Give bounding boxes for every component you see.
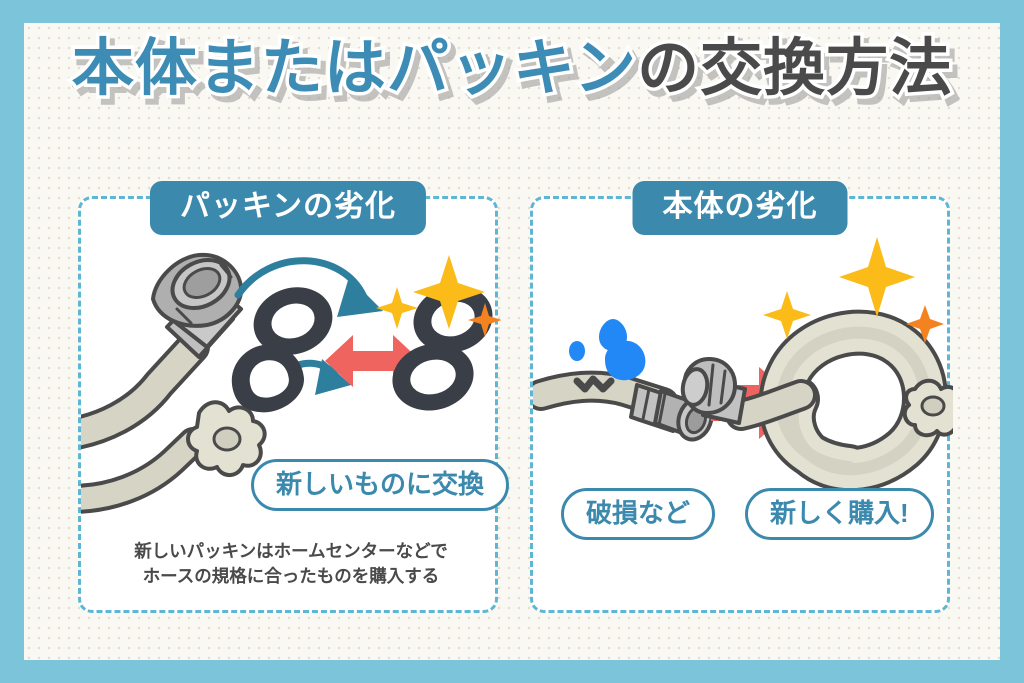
panel-header-packing: パッキンの劣化 [149,181,427,235]
body-illustration [533,199,953,610]
pill-damage-etc[interactable]: 破損など [561,488,716,540]
packing-caption-line1: 新しいパッキンはホームセンターなどで [134,541,448,561]
packing-caption-line2: ホースの規格に合ったものを購入する [142,566,440,587]
sparkles-packing [376,255,501,337]
new-gaskets [392,285,493,411]
old-gaskets [231,287,333,413]
panel-header-body: 本体の劣化 [632,181,848,235]
damaged-hose [533,370,714,442]
panel-body-deterioration: 本体の劣化 [530,181,953,613]
new-coiled-hose [680,309,953,493]
sparkles-body [763,237,944,343]
red-right-arrow [711,367,801,439]
curved-arrow-lower [265,359,351,395]
packing-caption: 新しいパッキンはホームセンターなどで ホースの規格に合ったものを購入する [81,539,501,590]
red-double-arrow [325,335,421,387]
pill-replace-with-new[interactable]: 新しいものに交換 [251,459,510,511]
hose-upper [81,252,244,450]
curved-arrow-upper [234,257,383,317]
water-droplets [569,319,646,381]
pill-buy-new[interactable]: 新しく購入! [745,488,934,540]
panel-packing-deterioration: パッキンの劣化 [78,181,510,613]
hose-lower [81,400,267,514]
